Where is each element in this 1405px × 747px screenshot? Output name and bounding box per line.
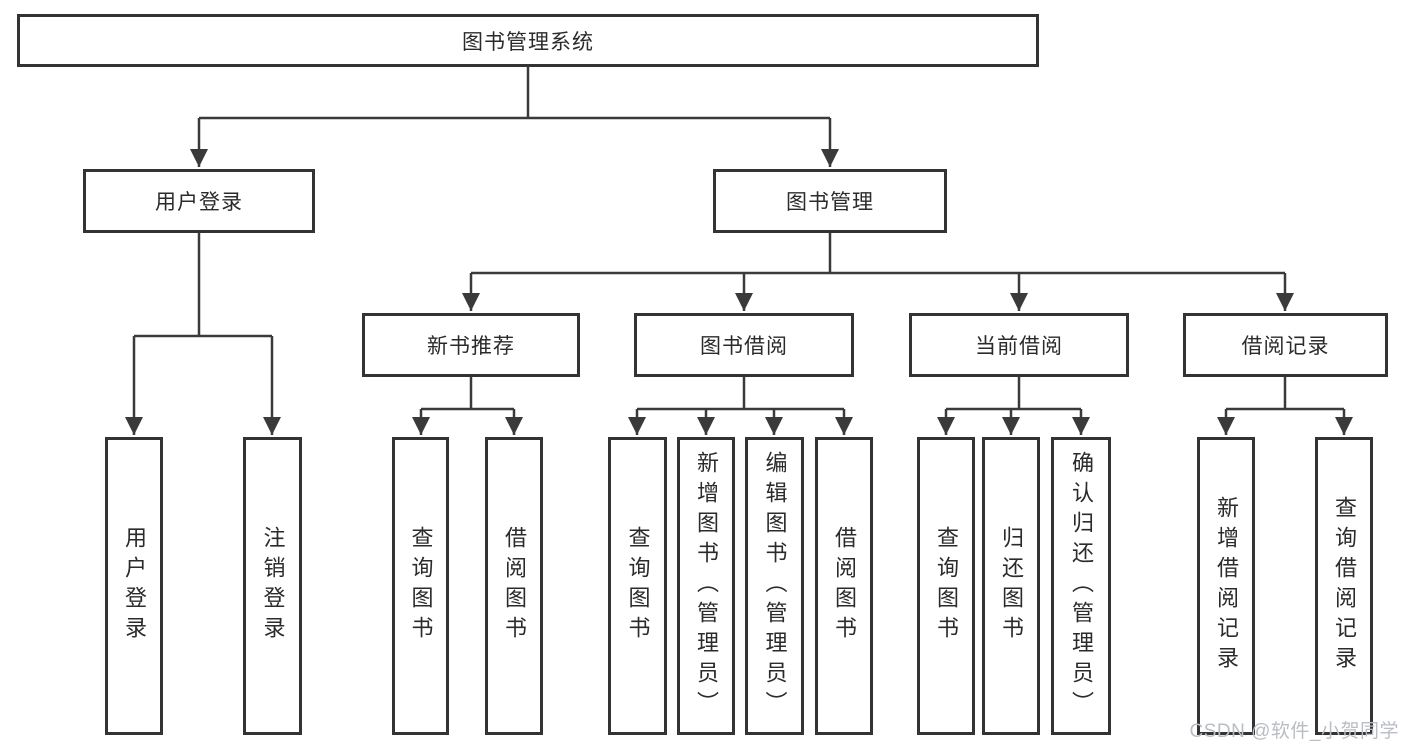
connector-userlogin-to-leaves xyxy=(125,233,281,435)
leaf-return-books: 归还图书 xyxy=(982,437,1040,735)
node-label: 用户登录 xyxy=(122,526,147,646)
leaf-add-books-admin: 新增图书（管理员） xyxy=(677,437,735,735)
connector-current-to-leaves xyxy=(937,377,1090,435)
node-label: 用户登录 xyxy=(155,191,243,214)
node-current-borrowing: 当前借阅 xyxy=(909,313,1129,377)
node-book-management: 图书管理 xyxy=(713,169,947,233)
node-label: 归还图书 xyxy=(999,526,1024,646)
leaf-borrow-books-recommend: 借阅图书 xyxy=(485,437,543,735)
leaf-query-books-current: 查询图书 xyxy=(917,437,975,735)
node-label: 当前借阅 xyxy=(975,335,1063,358)
node-label: 查询借阅记录 xyxy=(1332,496,1357,676)
node-label: 新增借阅记录 xyxy=(1214,496,1239,676)
leaf-borrow-books: 借阅图书 xyxy=(815,437,873,735)
node-label: 新书推荐 xyxy=(427,335,515,358)
leaf-query-books-borrow: 查询图书 xyxy=(608,437,667,735)
node-label: 注销登录 xyxy=(260,526,286,646)
leaf-edit-books-admin: 编辑图书（管理员） xyxy=(745,437,804,735)
node-book-borrowing: 图书借阅 xyxy=(634,313,854,377)
leaf-query-books-recommend: 查询图书 xyxy=(392,437,449,735)
connector-borrow-to-leaves xyxy=(628,377,853,435)
node-label: 图书借阅 xyxy=(700,335,788,358)
node-label: 查询图书 xyxy=(625,526,651,646)
node-label: 新增图书（管理员） xyxy=(694,451,719,721)
connector-bookmgmt-to-level3 xyxy=(462,233,1294,311)
leaf-logout: 注销登录 xyxy=(243,437,302,735)
leaf-user-login: 用户登录 xyxy=(105,437,163,735)
node-library-management-system: 图书管理系统 xyxy=(17,14,1039,67)
watermark: CSDN @软件_小贺同学 xyxy=(1189,721,1399,742)
node-label: 图书管理 xyxy=(786,191,874,214)
node-borrowing-records: 借阅记录 xyxy=(1183,313,1388,377)
node-user-login: 用户登录 xyxy=(83,169,315,233)
leaf-query-borrow-record: 查询借阅记录 xyxy=(1315,437,1373,735)
connector-newbook-to-leaves xyxy=(412,377,523,435)
node-label: 借阅图书 xyxy=(502,526,527,646)
node-label: 图书管理系统 xyxy=(462,30,594,54)
connector-root-to-level2 xyxy=(190,67,839,167)
leaf-add-borrow-record: 新增借阅记录 xyxy=(1197,437,1255,735)
node-label: 借阅图书 xyxy=(832,526,857,646)
node-label: 借阅记录 xyxy=(1241,335,1330,358)
connector-record-to-leaves xyxy=(1217,377,1353,435)
node-label: 查询图书 xyxy=(408,526,434,646)
node-label: 编辑图书（管理员） xyxy=(762,451,788,721)
node-label: 查询图书 xyxy=(934,526,959,646)
node-label: 确认归还（管理员） xyxy=(1069,451,1094,721)
node-new-book-recommend: 新书推荐 xyxy=(362,313,580,377)
leaf-confirm-return-admin: 确认归还（管理员） xyxy=(1051,437,1111,735)
